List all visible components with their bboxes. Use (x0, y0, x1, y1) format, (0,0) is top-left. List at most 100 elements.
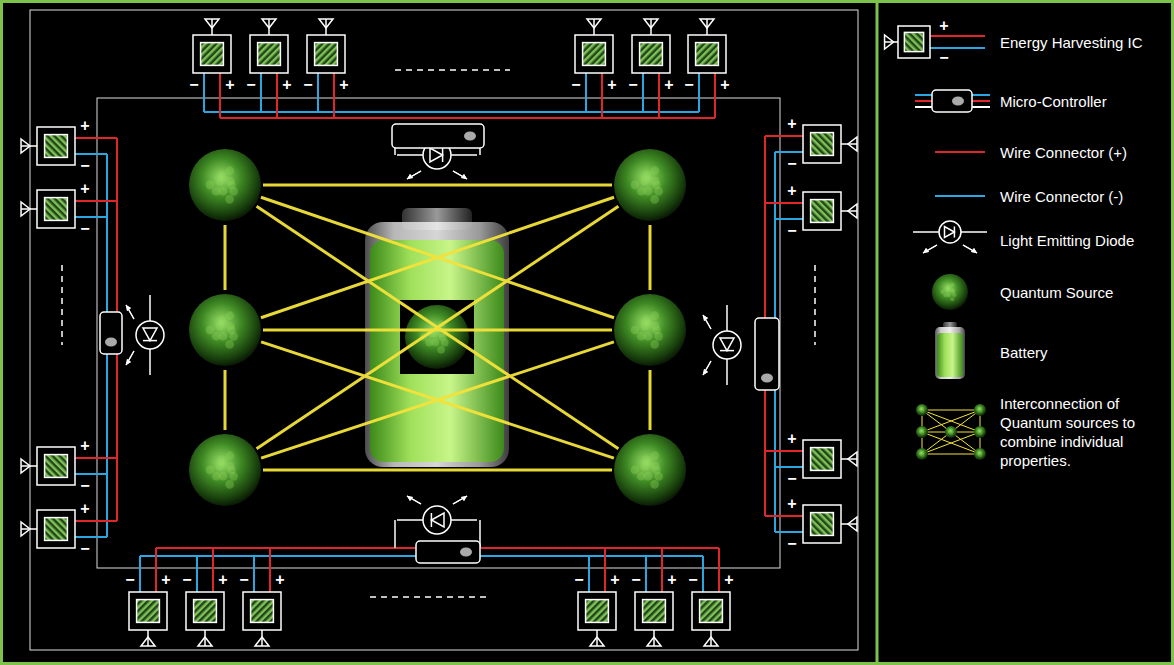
wire (775, 466, 803, 468)
energy-harvesting-ic (243, 592, 281, 646)
wire (775, 151, 803, 153)
legend-text: Interconnection of Quantum sources to co… (1000, 394, 1165, 470)
energy-harvesting-ic (803, 440, 857, 478)
micro-controller (392, 124, 484, 148)
wire (923, 245, 937, 253)
quantum-source (974, 448, 986, 460)
energy-harvesting-ic (692, 592, 730, 646)
quantum-source (189, 149, 261, 221)
energy-harvesting-ic (803, 192, 857, 230)
legend-text: Energy Harvesting IC (1000, 33, 1143, 52)
wire (642, 73, 644, 112)
quantum-source (916, 426, 928, 438)
wire (453, 496, 467, 504)
terminal-sign: + (724, 572, 733, 588)
wire (765, 202, 803, 204)
terminal-sign: + (275, 572, 284, 588)
wire (75, 473, 107, 475)
continuation-dashes (62, 70, 815, 597)
energy-harvesting-ic (635, 592, 673, 646)
terminal-sign: + (720, 77, 729, 93)
terminal-sign: + (80, 181, 89, 197)
wire (720, 350, 734, 352)
wire (649, 370, 652, 430)
energy-harvesting-ic (578, 592, 616, 646)
terminal-sign: + (161, 572, 170, 588)
terminal-sign: + (607, 77, 616, 93)
quantum-source (614, 434, 686, 506)
energy-harvesting-ic (21, 510, 75, 548)
wire (718, 548, 720, 592)
wire (397, 154, 423, 156)
wire (257, 206, 619, 449)
energy-harvesting-ic (21, 190, 75, 228)
wire (585, 73, 587, 112)
wire (649, 225, 652, 290)
terminal-sign: − (80, 158, 89, 174)
wire (260, 73, 262, 112)
wire (126, 305, 134, 319)
wire (333, 73, 335, 118)
wire (261, 342, 614, 458)
wire (765, 135, 803, 137)
energy-harvesting-ic (129, 592, 167, 646)
legend-symbols (885, 26, 990, 460)
terminal-sign: − (125, 572, 134, 588)
wire (726, 305, 728, 331)
micro-controller (755, 318, 779, 390)
terminal-sign: − (631, 572, 640, 588)
terminal-sign: − (787, 471, 796, 487)
wires (75, 73, 803, 592)
wire (212, 548, 214, 592)
terminal-sign: − (628, 77, 637, 93)
wire (765, 450, 803, 452)
wire (775, 218, 803, 220)
wire (765, 515, 803, 517)
wire (431, 513, 433, 527)
wire (961, 231, 987, 233)
terminal-sign: + (80, 118, 89, 134)
terminal-sign: − (239, 572, 248, 588)
wire (75, 457, 117, 459)
terminal-sign: + (282, 77, 291, 93)
wire (930, 35, 985, 37)
terminal-sign: − (303, 77, 312, 93)
outer-outline (30, 10, 858, 650)
divider (876, 0, 879, 665)
terminal-sign: − (787, 156, 796, 172)
wire (126, 305, 134, 319)
energy-harvesting-ic (803, 505, 857, 543)
terminal-sign: − (571, 77, 580, 93)
terminal-sign: − (939, 50, 948, 66)
wire (930, 47, 985, 49)
wire (954, 227, 956, 238)
wire (126, 351, 134, 365)
legend-text: Micro-Controller (1000, 92, 1107, 111)
micro-controller (416, 541, 480, 563)
wire (451, 154, 477, 156)
terminal-sign: − (574, 572, 583, 588)
wire (453, 496, 467, 504)
quantum-source (916, 404, 928, 416)
inner-outline (97, 98, 780, 568)
quantum-source (945, 426, 957, 438)
led-symbol (913, 221, 987, 253)
wire (453, 171, 467, 179)
energy-harvesting-ic (632, 19, 670, 73)
energy-harvesting-ic (688, 19, 726, 73)
led-symbol (397, 496, 477, 534)
terminal-sign: − (80, 478, 89, 494)
terminal-sign: − (80, 541, 89, 557)
wire (204, 111, 699, 113)
energy-harvesting-ic (250, 19, 288, 73)
wire (407, 171, 421, 179)
terminal-sign: + (80, 438, 89, 454)
wire (75, 536, 107, 538)
battery-icon (935, 322, 965, 379)
wire (453, 171, 467, 179)
wire (75, 153, 107, 155)
legend-text: Wire Connector (+) (1000, 143, 1127, 162)
wire (703, 361, 711, 375)
wire (935, 195, 985, 197)
wire (703, 315, 711, 329)
